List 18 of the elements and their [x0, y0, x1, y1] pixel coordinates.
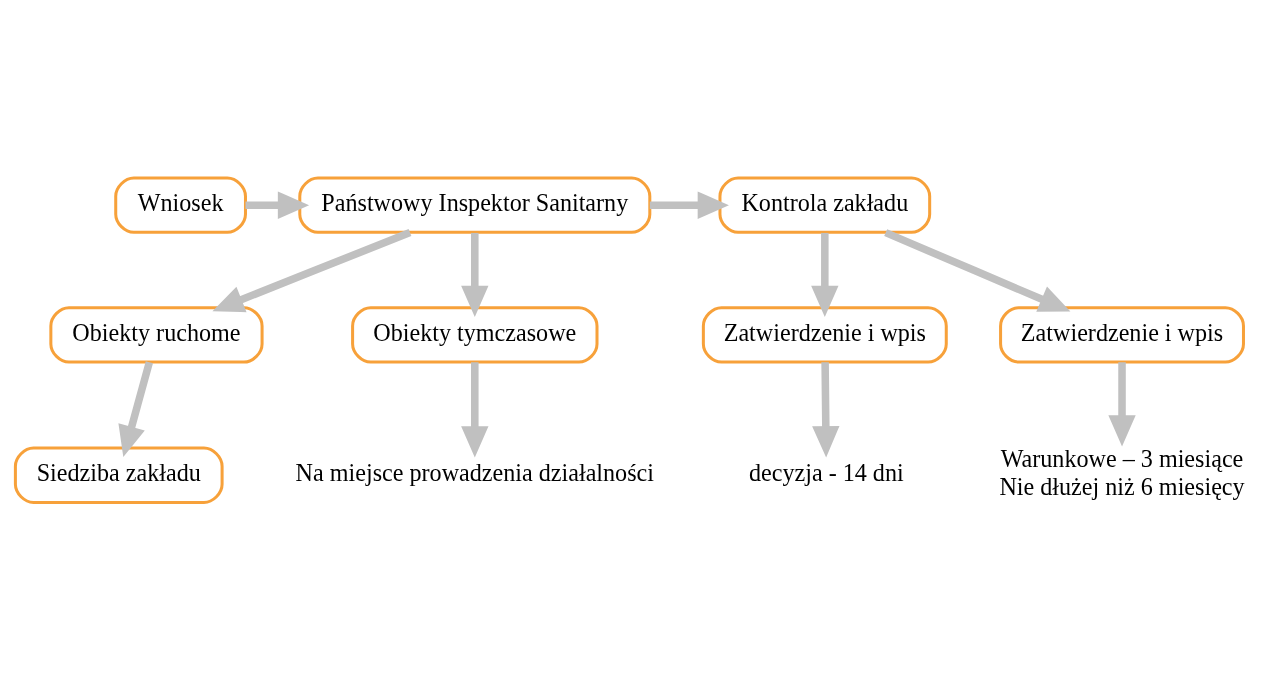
node-box: Obiekty tymczasowe: [351, 305, 599, 364]
arrow: [884, 228, 1071, 312]
node-box: Obiekty ruchome: [49, 305, 264, 364]
node-box: Państwowy Inspektor Sanitarny: [298, 176, 652, 234]
arrow: [212, 228, 412, 312]
node-box: Zatwierdzenie i wpis: [701, 305, 948, 364]
node-box: Wniosek: [114, 176, 247, 234]
node-text: Warunkowe – 3 miesiące Nie dłużej niż 6 miesięcy: [999, 444, 1245, 500]
node-text: decyzja - 14 dni: [748, 458, 904, 486]
arrow: [118, 360, 153, 457]
arrow: [649, 191, 729, 219]
node-text: Na miejsce prowadzenia działalności: [295, 458, 654, 486]
arrow: [1108, 361, 1136, 447]
node-box: Zatwierdzenie i wpis: [999, 305, 1245, 364]
arrow: [461, 361, 489, 457]
node-box: Siedziba zakładu: [13, 446, 224, 504]
node-box: Kontrola zakładu: [718, 176, 932, 234]
arrow: [812, 361, 840, 457]
